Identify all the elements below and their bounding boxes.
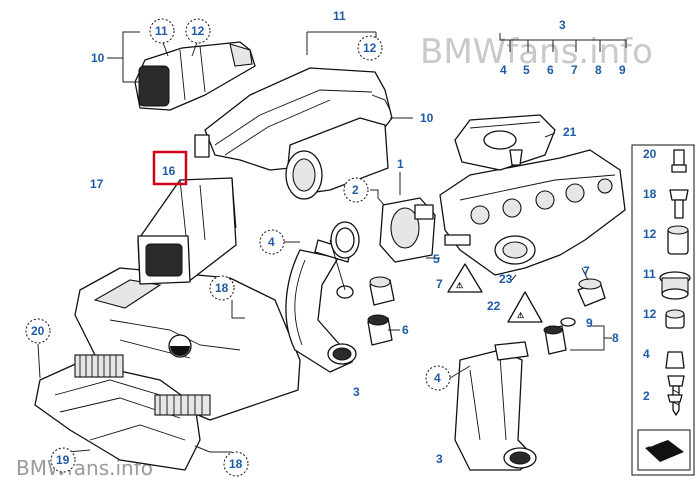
callout-7-top: 7 bbox=[571, 63, 578, 77]
intake-hose-lower bbox=[454, 341, 537, 471]
callout-7-left: 7 bbox=[436, 277, 443, 291]
callout-15-right: 12 bbox=[643, 227, 657, 241]
callout-14-right: 11 bbox=[643, 267, 656, 281]
callout-12-right: 12 bbox=[643, 307, 657, 321]
callout-18-low: 18 bbox=[229, 457, 243, 471]
intake-hose-middle bbox=[285, 239, 357, 373]
inlet-grille bbox=[74, 354, 211, 416]
callout-7-right: 7 bbox=[583, 264, 590, 278]
callout-3-mid: 3 bbox=[353, 385, 360, 399]
callout-6-mid: 6 bbox=[402, 323, 409, 337]
callout-circles bbox=[25, 18, 451, 477]
cap-7 bbox=[577, 278, 606, 307]
callout-14: 11 bbox=[155, 24, 168, 38]
callout-18-right: 18 bbox=[643, 187, 657, 201]
callout-20-left: 20 bbox=[31, 324, 45, 338]
watermark-top: BMWfans.info bbox=[420, 32, 653, 72]
air-filter-cover bbox=[194, 67, 393, 200]
callout-6-top: 6 bbox=[547, 63, 554, 77]
callout-19: 19 bbox=[56, 453, 70, 467]
callout-13: 10 bbox=[91, 51, 105, 65]
callout-22: 22 bbox=[487, 299, 501, 313]
cover-21 bbox=[454, 114, 556, 171]
leader-lines bbox=[37, 31, 627, 453]
svg-text:⚠: ⚠ bbox=[517, 311, 524, 320]
callout-4-low: 4 bbox=[434, 371, 441, 385]
highlight-box-16 bbox=[152, 150, 188, 186]
callout-3-low: 3 bbox=[436, 452, 443, 466]
callout-10: 10 bbox=[420, 111, 434, 125]
pcv-valve-8 bbox=[543, 325, 567, 355]
callout-12: 12 bbox=[363, 41, 377, 55]
callout-21: 21 bbox=[563, 125, 577, 139]
callout-4-top: 4 bbox=[500, 63, 507, 77]
intake-silencer-housing bbox=[34, 267, 301, 471]
callout-4-mid: 4 bbox=[268, 235, 275, 249]
right-parts-column bbox=[631, 144, 695, 476]
seal-ring-2 bbox=[330, 221, 360, 259]
callout-11: 11 bbox=[333, 9, 346, 23]
callout-4-right: 4 bbox=[643, 347, 650, 361]
callout-labels: 10 11 12 11 12 10 3 4 5 6 7 8 9 21 16 17… bbox=[31, 9, 657, 471]
callout-1: 1 bbox=[397, 157, 404, 171]
callout-17: 17 bbox=[90, 177, 104, 191]
warning-label-22: ⚠ bbox=[507, 291, 543, 323]
callout-18-mid: 18 bbox=[215, 281, 229, 295]
callout-5-top: 5 bbox=[523, 63, 530, 77]
callout-15: 12 bbox=[191, 24, 205, 38]
svg-text:⚠: ⚠ bbox=[456, 281, 463, 290]
callout-8-mid: 8 bbox=[612, 331, 619, 345]
callout-9-mid: 9 bbox=[586, 316, 593, 330]
callout-3-top: 3 bbox=[559, 18, 566, 32]
air-mass-meter-1 bbox=[379, 197, 436, 263]
sleeve-6 bbox=[367, 276, 395, 346]
callout-16: 16 bbox=[162, 164, 176, 178]
callout-20-right: 20 bbox=[643, 147, 657, 161]
cylinder-head-cover bbox=[439, 149, 626, 276]
callout-9-top: 9 bbox=[619, 63, 626, 77]
callout-2-mid: 2 bbox=[352, 183, 359, 197]
upper-intake-duct bbox=[134, 41, 256, 111]
callout-5-mid: 5 bbox=[433, 252, 440, 266]
o-ring-9 bbox=[560, 317, 576, 327]
air-duct-16 bbox=[137, 177, 237, 285]
callout-8-top: 8 bbox=[595, 63, 602, 77]
callout-23: 23 bbox=[499, 272, 513, 286]
callout-2-right: 2 bbox=[643, 389, 650, 403]
warning-label-7: ⚠ bbox=[447, 263, 483, 293]
